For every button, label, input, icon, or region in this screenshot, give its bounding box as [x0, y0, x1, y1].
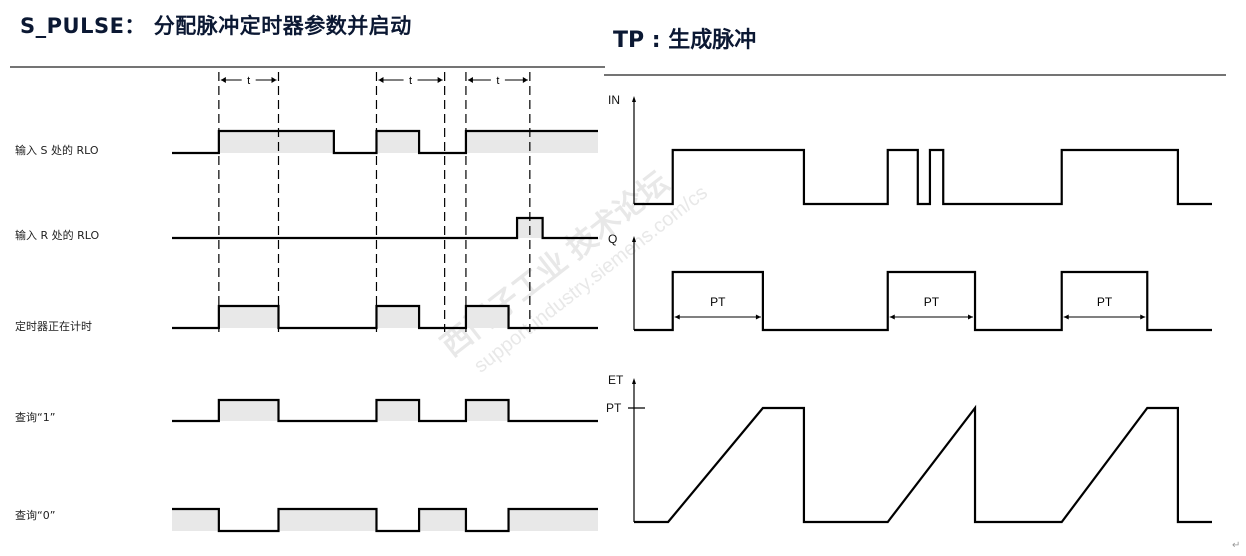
et-label: ET [608, 373, 624, 387]
high-shade [419, 509, 466, 531]
axis-arrowhead [632, 236, 636, 242]
row-label-q1: 查询“1” [15, 411, 56, 424]
right-title: TP : 生成脉冲 [613, 28, 757, 53]
high-shade [278, 509, 377, 531]
arrowhead [1140, 314, 1146, 320]
high-shade [465, 131, 598, 153]
high-shade [508, 509, 598, 531]
pt-span-label: PT [1097, 295, 1113, 309]
arrowhead [220, 77, 226, 83]
q-waveform [634, 270, 1212, 332]
left-title: S_PULSE： 分配脉冲定时器参数并启动 [20, 14, 412, 38]
high-shade [218, 131, 334, 153]
arrowhead [522, 77, 528, 83]
axis-arrowhead [632, 96, 636, 102]
pt-span-label: PT [924, 295, 940, 309]
interval-label: t [409, 75, 412, 87]
arrowhead [674, 314, 680, 320]
et-waveform [634, 404, 1212, 524]
arrowhead [968, 314, 974, 320]
row-label-s: 输入 S 处的 RLO [15, 144, 99, 157]
high-shade [376, 306, 420, 328]
high-shade [376, 400, 420, 421]
interval-label: t [496, 75, 499, 87]
return-mark: ↵ [1232, 540, 1241, 551]
high-shade [172, 509, 219, 531]
in-waveform [634, 148, 1212, 206]
arrowhead [1063, 314, 1069, 320]
tp-diagram: PT PT PT [628, 96, 1212, 524]
et-pt-label: PT [606, 401, 622, 415]
query-0-waveform [172, 507, 598, 533]
arrowhead [467, 77, 473, 83]
q-label: Q [608, 232, 618, 246]
high-shade [218, 400, 279, 421]
arrowhead [889, 314, 895, 320]
axis-arrowhead [632, 378, 636, 384]
in-label: IN [608, 93, 620, 107]
row-label-r: 输入 R 处的 RLO [15, 229, 100, 242]
interval-label: t [247, 75, 250, 87]
arrowhead [437, 77, 443, 83]
pt-span-label: PT [710, 295, 726, 309]
high-shade [465, 400, 509, 421]
row-label-timer: 定时器正在计时 [15, 320, 92, 333]
row-label-q0: 查询“0” [15, 509, 56, 522]
query-1-waveform [172, 398, 598, 423]
timer-running-waveform [172, 304, 598, 330]
high-shade [465, 306, 509, 328]
arrowhead [378, 77, 384, 83]
high-shade [376, 131, 420, 153]
high-shade [218, 306, 279, 328]
arrowhead [755, 314, 761, 320]
arrowhead [271, 77, 277, 83]
